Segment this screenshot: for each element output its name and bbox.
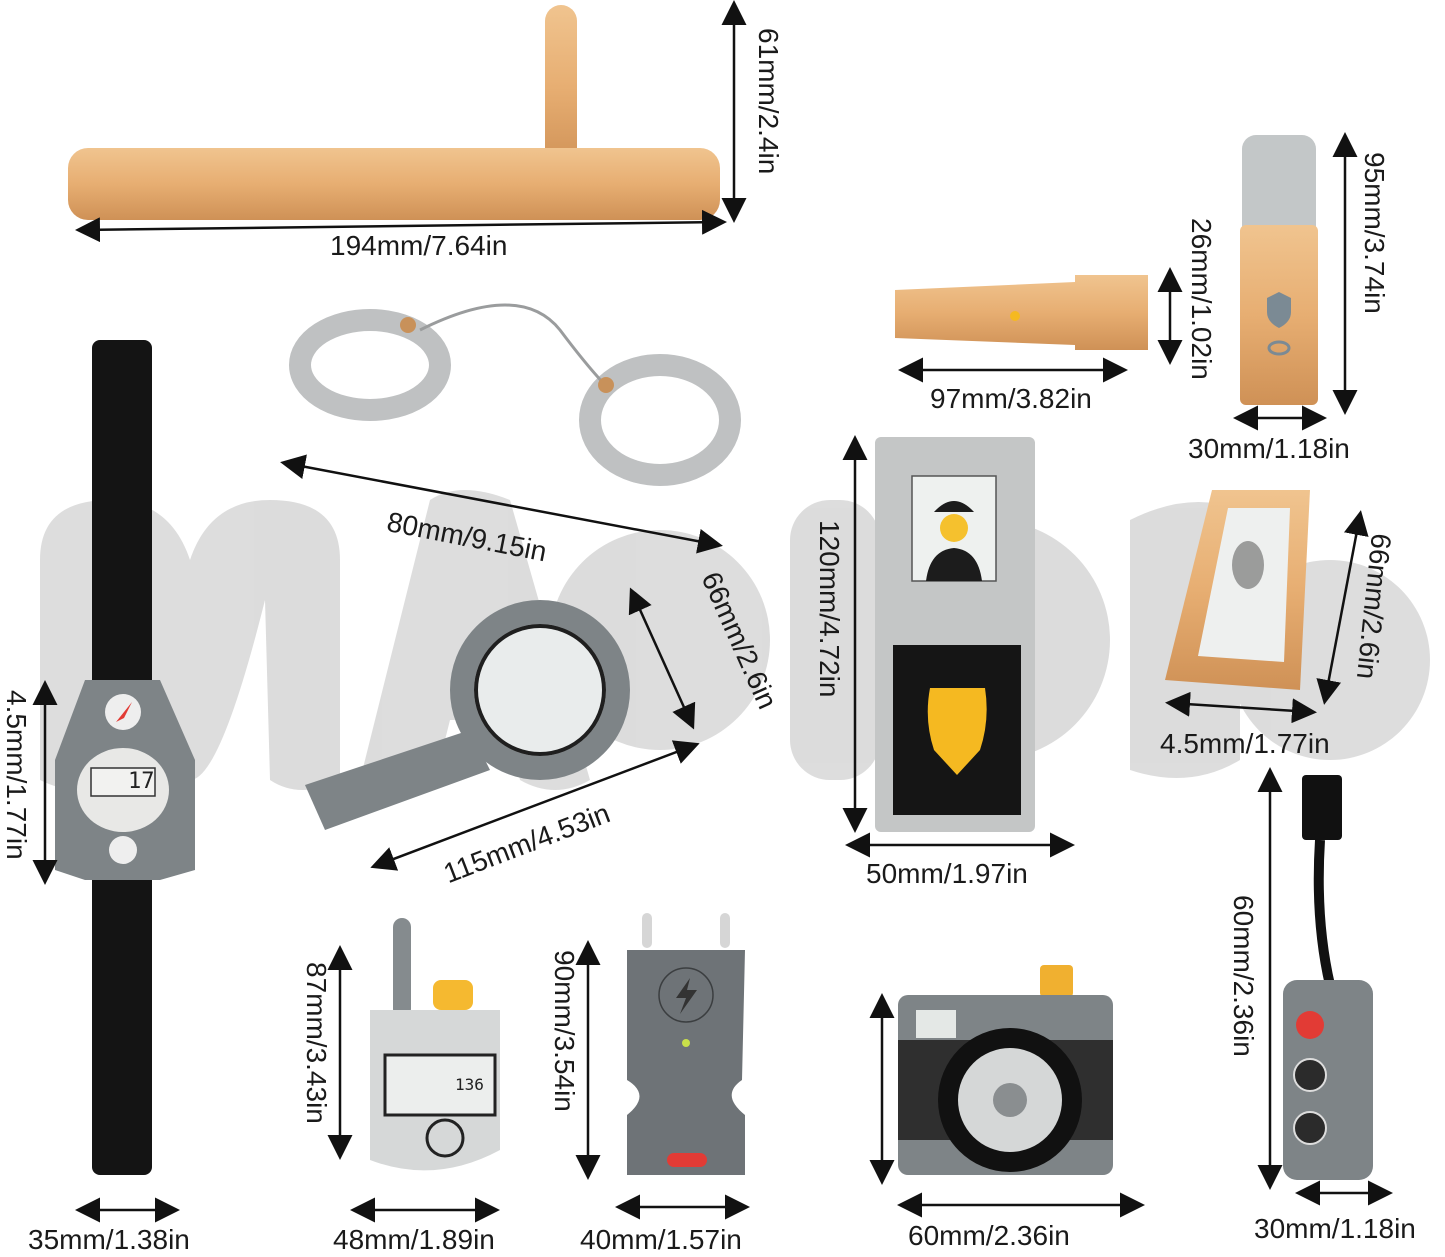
baton-illustration xyxy=(68,0,747,243)
flashlight-diameter-label: 26mm/1.02in xyxy=(1186,218,1217,380)
watch-illustration xyxy=(32,340,195,1223)
badge-illustration xyxy=(842,435,1075,858)
taser-illustration xyxy=(575,913,750,1220)
bodycam-illustration xyxy=(1257,767,1393,1206)
baton-length-label: 194mm/7.64in xyxy=(330,230,508,261)
watch-strap-width-label: 35mm/1.38in xyxy=(28,1224,190,1255)
baton-height-label: 61mm/2.4in xyxy=(753,28,784,175)
watch-display: 17 xyxy=(128,769,155,794)
taser-height-label: 90mm/3.54in xyxy=(549,950,580,1112)
badge-width-label: 50mm/1.97in xyxy=(866,858,1028,889)
walkie-height-label: 87mm/3.43in xyxy=(301,962,332,1124)
stamp-width-label: 30mm/1.18in xyxy=(1188,433,1350,464)
dimension-arrow xyxy=(1316,510,1369,705)
bodycam-height-label: 60mm/2.36in xyxy=(1228,895,1259,1057)
dimension-arrow xyxy=(1165,691,1317,724)
walkie-width-label: 48mm/1.89in xyxy=(333,1224,495,1255)
stamp-illustration xyxy=(1233,132,1358,431)
flashlight-length-label: 97mm/3.82in xyxy=(930,383,1092,414)
dimension-arrow xyxy=(280,454,723,554)
fingerprint-width-label: 4.5mm/1.77in xyxy=(1160,728,1330,759)
fingerprint-illustration xyxy=(1165,490,1369,724)
taser-width-label: 40mm/1.57in xyxy=(580,1224,742,1255)
walkie-display: 136 xyxy=(455,1075,484,1094)
camera-illustration xyxy=(869,965,1145,1218)
dimension-arrow xyxy=(75,209,727,243)
magnifier-illustration xyxy=(305,587,700,871)
dimension-arrow xyxy=(370,740,700,871)
watch-face-label: 4.5mm/1.77in xyxy=(1,690,32,860)
bodycam-width-label: 30mm/1.18in xyxy=(1254,1213,1416,1244)
badge-height-label: 120mm/4.72in xyxy=(814,520,845,698)
camera-width-label: 60mm/2.36in xyxy=(908,1220,1070,1251)
flashlight-illustration xyxy=(895,267,1183,383)
stamp-height-label: 95mm/3.74in xyxy=(1359,152,1390,314)
walkie-talkie-illustration xyxy=(327,918,500,1223)
handcuffs-illustration xyxy=(280,303,741,554)
dimension-arrow xyxy=(628,587,696,730)
